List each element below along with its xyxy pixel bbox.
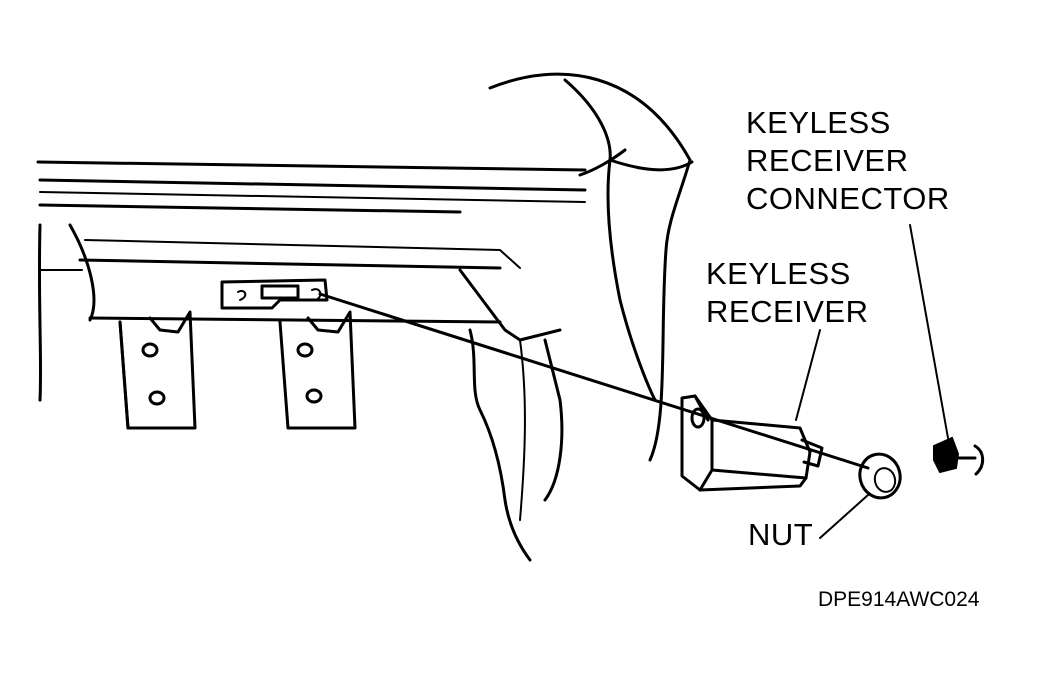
nut-part (858, 452, 902, 500)
leader-line-nut (819, 494, 869, 539)
label-nut: NUT (748, 516, 813, 554)
bracket-hole (296, 342, 314, 358)
trim-panel (458, 72, 694, 562)
label-line: CONNECTOR (746, 181, 950, 216)
label-line: RECEIVER (746, 143, 909, 178)
leader-line-receiver (795, 329, 821, 421)
label-line: NUT (748, 517, 814, 552)
keyless-receiver-unit (680, 394, 824, 492)
right-mounting-bracket (278, 310, 357, 430)
leader-line-connector (909, 224, 949, 439)
mounting-plate (220, 278, 329, 310)
bracket-hole (148, 390, 166, 406)
bracket-hole (305, 388, 323, 404)
dashboard-panel (36, 160, 587, 402)
installation-guide-line (318, 292, 870, 470)
label-line: KEYLESS (746, 105, 891, 140)
bracket-hole (141, 342, 159, 358)
label-line: RECEIVER (706, 294, 869, 329)
left-mounting-bracket (118, 310, 197, 430)
figure-code: DPE914AWC024 (818, 588, 980, 611)
label-keyless-receiver-connector: KEYLESS RECEIVER CONNECTOR (746, 104, 950, 218)
label-line: KEYLESS (706, 256, 851, 291)
label-keyless-receiver: KEYLESS RECEIVER (706, 255, 868, 331)
receiver-connector (933, 436, 985, 476)
